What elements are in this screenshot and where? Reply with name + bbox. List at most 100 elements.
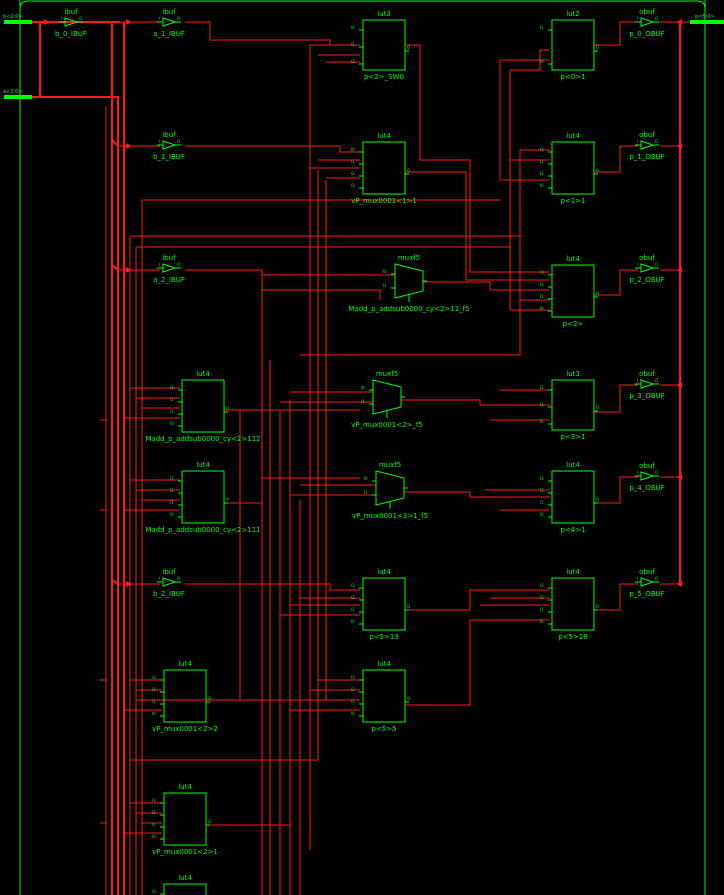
cell-name-label: p<4>1 <box>560 526 585 534</box>
lut-box <box>362 19 406 71</box>
pin-label: O <box>177 139 180 144</box>
pin-label: I2 <box>170 397 174 402</box>
pin-label: I1 <box>152 822 156 827</box>
pin-label: I3 <box>540 147 544 152</box>
port-in-mid[interactable]: a<2:0> <box>3 89 32 99</box>
pin-label: O <box>177 16 180 21</box>
lut-box <box>551 141 595 195</box>
pin-label: I3 <box>152 798 156 803</box>
svg-text:a<2:0>: a<2:0> <box>3 89 23 95</box>
cell-type-label: lut2 <box>566 10 580 18</box>
pin-label: I3 <box>540 476 544 481</box>
cell-type-label: lut4 <box>377 132 391 140</box>
pin-label: I3 <box>170 385 174 390</box>
pin-label: I1 <box>170 500 174 505</box>
pin-label: O <box>655 576 658 581</box>
pin-label: O <box>655 16 658 21</box>
pin-label: I <box>159 139 160 144</box>
pin-label: I2 <box>351 171 355 176</box>
port-in-top[interactable]: b<2:0> <box>3 14 32 24</box>
buffer-symbol <box>640 140 655 150</box>
pin-label: I0 <box>540 419 544 424</box>
pin-label: I3 <box>351 183 355 188</box>
pin-label: I1 <box>361 399 365 404</box>
cell-type-label: lut4 <box>566 255 580 263</box>
cell-name-label: p<5>13 <box>369 633 399 641</box>
pin-label: O <box>407 45 410 50</box>
pin-label: I2 <box>351 59 355 64</box>
pin-label: I <box>61 16 62 21</box>
pin-label: O <box>79 16 82 21</box>
cell-type-label: lut4 <box>566 568 580 576</box>
pin-label: I <box>637 470 638 475</box>
cell-name-label: Madd_p_addsub0000_cy<2>111 <box>145 526 260 534</box>
cell-name-label: b_1_IBUF <box>153 153 185 161</box>
pin-label: I3 <box>351 583 355 588</box>
cell-name-label: p_4_OBUF <box>629 484 664 492</box>
buffer-symbol <box>162 140 177 150</box>
pin-label: I1 <box>540 294 544 299</box>
pin-label: I2 <box>540 159 544 164</box>
cell-name-label: p<0>1 <box>560 73 585 81</box>
cell-type-label: obuf <box>639 254 655 262</box>
cell-name-label: vP_mux0001<2>_f5 <box>351 421 423 429</box>
cell-type-label: lut4 <box>196 461 210 469</box>
lut-box <box>362 577 406 631</box>
mux-symbol <box>394 263 424 299</box>
cell-type-label: lut3 <box>377 10 391 18</box>
cell-type-label: ibuf <box>162 131 176 139</box>
buffer-symbol <box>640 17 655 27</box>
cell-name-label: p<5>5 <box>371 725 396 733</box>
pin-label: I1 <box>351 607 355 612</box>
cell-type-label: ibuf <box>162 8 176 16</box>
pin-label: I0 <box>351 619 355 624</box>
svg-text:b<2:0>: b<2:0> <box>3 14 23 20</box>
port-out-top[interactable]: p<5:0> <box>690 14 724 24</box>
cell-type-label: obuf <box>639 370 655 378</box>
pin-label: I2 <box>351 687 355 692</box>
lut-box <box>181 470 225 524</box>
pin-label: I0 <box>351 147 355 152</box>
cell-b1ibuf[interactable]: ibuf b_1_IBUF I O <box>153 131 185 161</box>
pin-label: I3 <box>170 476 174 481</box>
pin-label: I <box>637 262 638 267</box>
cell-name-label: Madd_p_addsub0000_cy<2>112 <box>145 435 260 443</box>
pin-label: O <box>655 139 658 144</box>
buffer-symbol <box>162 263 177 273</box>
lut-box <box>551 577 595 631</box>
buffer-symbol <box>640 379 655 389</box>
pin-label: I1 <box>540 402 544 407</box>
pin-label: I0 <box>540 619 544 624</box>
pin-label: I1 <box>540 500 544 505</box>
pin-label: O <box>407 168 410 173</box>
